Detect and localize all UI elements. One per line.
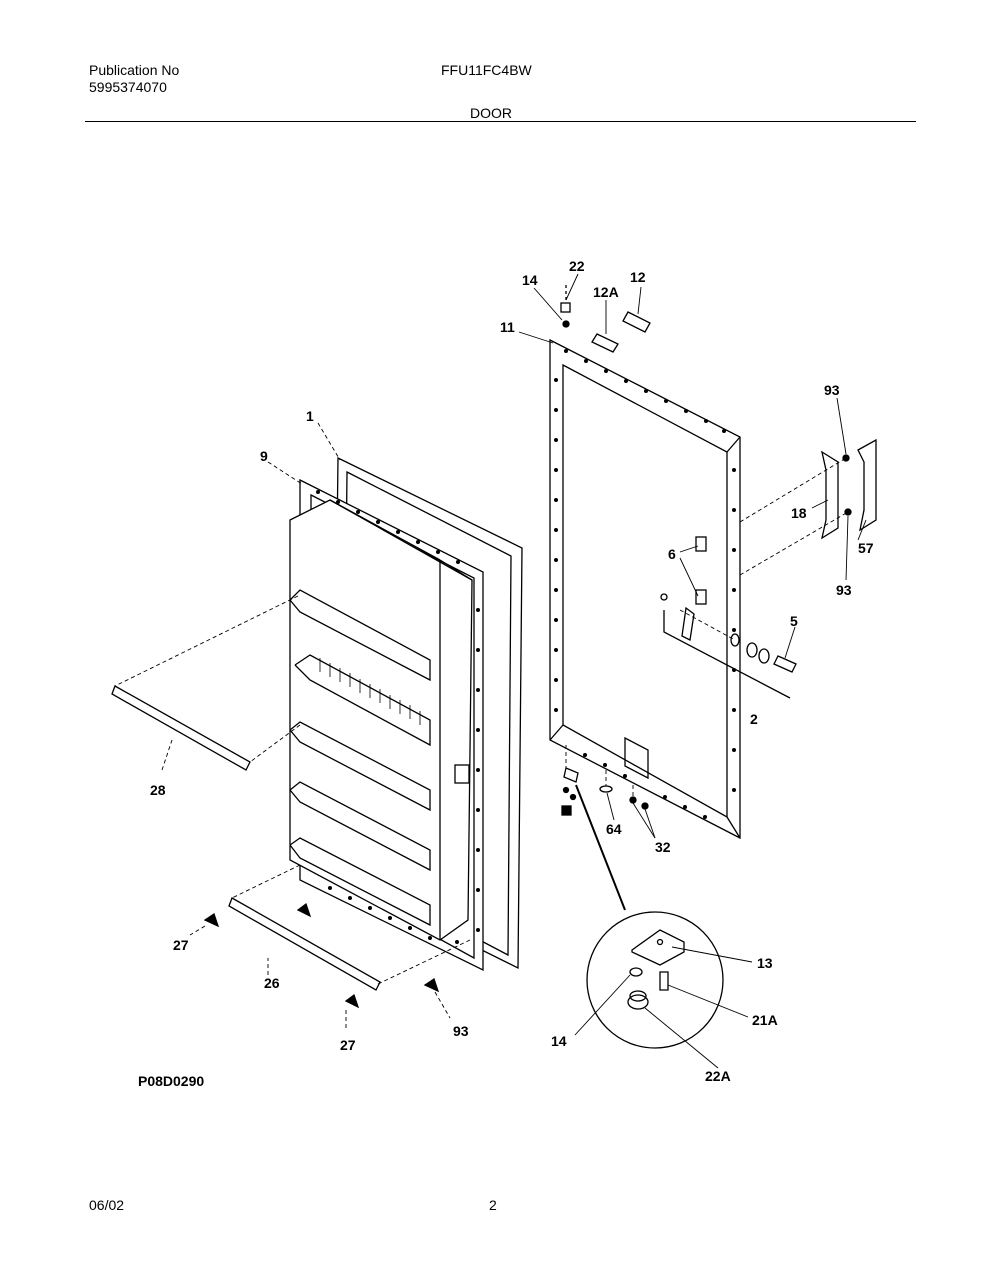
publication-number: 5995374070 — [89, 79, 167, 95]
door-handle-parts — [821, 438, 877, 540]
shelf-rail-28 — [111, 685, 251, 771]
callout-64: 64 — [606, 821, 622, 837]
callout-22: 22 — [569, 258, 585, 274]
callout-57: 57 — [858, 540, 874, 556]
drawing-code: P08D0290 — [138, 1073, 204, 1089]
callout-93-bottom: 93 — [453, 1023, 469, 1039]
publication-label: Publication No — [89, 62, 180, 78]
callout-22a: 22A — [705, 1068, 731, 1084]
model-number: FFU11FC4BW — [441, 62, 532, 78]
callout-21a: 21A — [752, 1012, 778, 1028]
top-hinge-parts — [560, 285, 651, 353]
door-panel — [549, 338, 741, 840]
callout-leaders — [161, 273, 867, 1069]
callout-6: 6 — [668, 546, 676, 562]
screws — [203, 902, 440, 1009]
callout-12: 12 — [630, 269, 646, 285]
callout-27-bottom: 27 — [340, 1037, 356, 1053]
callout-93-lower: 93 — [836, 582, 852, 598]
callout-5: 5 — [790, 613, 798, 629]
callout-2: 2 — [750, 711, 758, 727]
callout-18: 18 — [791, 505, 807, 521]
header-rule — [85, 121, 916, 122]
callout-9: 9 — [260, 448, 268, 464]
hinge-detail-view — [586, 911, 724, 1049]
callout-1: 1 — [306, 408, 314, 424]
footer-page-number: 2 — [489, 1197, 497, 1213]
callout-93-upper: 93 — [824, 382, 840, 398]
section-title: DOOR — [470, 105, 512, 121]
callout-28: 28 — [150, 782, 166, 798]
callout-12a: 12A — [593, 284, 619, 300]
callout-14-detail: 14 — [551, 1033, 567, 1049]
callout-26: 26 — [264, 975, 280, 991]
assembly-lines — [114, 457, 849, 1030]
callout-32: 32 — [655, 839, 671, 855]
shelf-rail-26 — [228, 897, 381, 991]
latch-parts — [660, 536, 797, 699]
callout-13: 13 — [757, 955, 773, 971]
callout-labels: 1 9 11 14 22 12A 12 93 18 57 93 6 5 2 28… — [138, 258, 874, 1089]
door-gasket-and-liner — [289, 456, 523, 972]
footer-date: 06/02 — [89, 1197, 125, 1213]
callout-14-top: 14 — [522, 272, 538, 288]
door-parts-drawing — [111, 273, 877, 1069]
callout-27-left: 27 — [173, 937, 189, 953]
bottom-hinge-parts — [561, 767, 649, 911]
callout-11: 11 — [500, 319, 515, 335]
